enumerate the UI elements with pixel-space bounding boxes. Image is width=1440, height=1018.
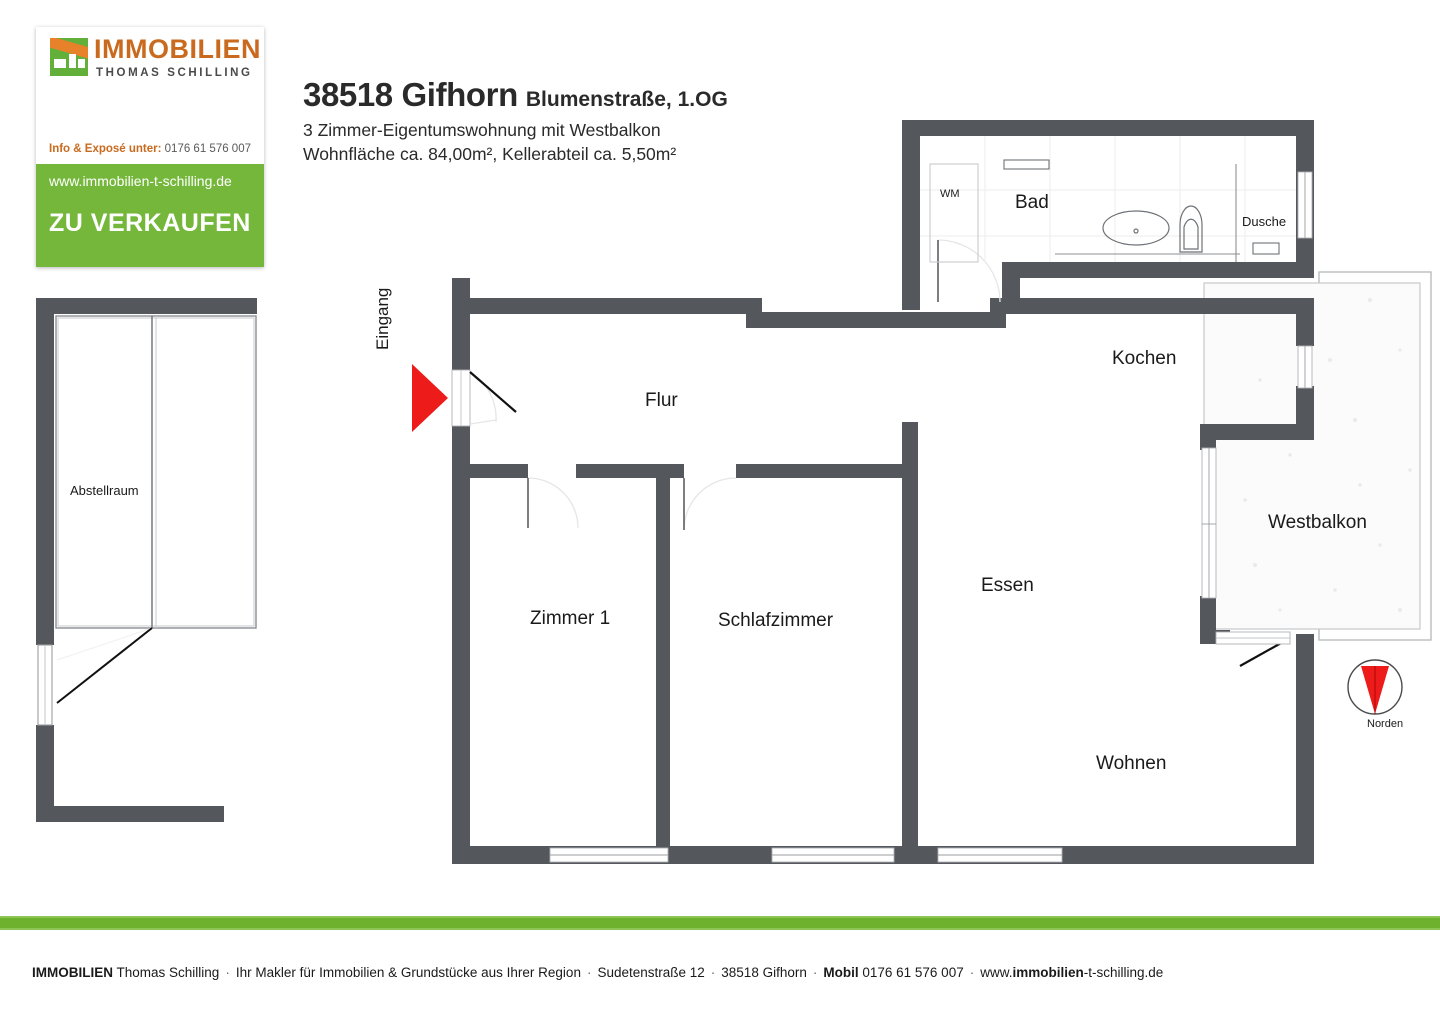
- room-label-flur: Flur: [645, 390, 678, 411]
- page-title: 38518 Gifhorn: [303, 76, 518, 113]
- title-main-line: 38518 Gifhorn Blumenstraße, 1.OG: [303, 78, 728, 111]
- title-description: 3 Zimmer-Eigentumswohnung mit Westbalkon: [303, 120, 661, 140]
- title-area: Wohnfläche ca. 84,00m², Kellerabteil ca.…: [303, 143, 677, 164]
- footer-tagline: Ihr Makler für Immobilien & Grundstücke …: [235, 965, 581, 980]
- logo-green-banner: www.immobilien-t-schilling.de ZU VERKAUF…: [36, 164, 264, 267]
- footer-sep-1: ·: [225, 965, 230, 980]
- logo-contact-label: Info & Exposé unter:: [49, 143, 162, 155]
- apartment-walls: [452, 120, 1314, 864]
- footer-address: Sudetenstraße 12: [597, 965, 705, 980]
- logo-agent-name: THOMAS SCHILLING: [96, 67, 253, 79]
- balcony-door: [1215, 631, 1291, 645]
- logo-header: IMMOBILIEN THOMAS SCHILLING: [36, 27, 264, 157]
- abstellraum-walls: [36, 298, 257, 822]
- footer-mobil-number: 0176 61 576 007: [862, 965, 964, 980]
- room-label-wm: WM: [940, 188, 960, 200]
- footer-sep-5: ·: [969, 965, 975, 980]
- room-label-westbalkon: Westbalkon: [1268, 512, 1367, 533]
- footer-sep-3: ·: [710, 965, 716, 980]
- footer-agent-name: Thomas Schilling: [113, 965, 220, 980]
- title-street: Blumenstraße, 1.OG: [525, 88, 728, 111]
- bathroom-fixtures: [920, 136, 1296, 263]
- room-label-bad: Bad: [1015, 192, 1049, 213]
- footer-contact-bar: IMMOBILIEN Thomas Schilling · Ihr Makler f…: [32, 965, 1163, 980]
- footer-city: 38518 Gifhorn: [721, 965, 807, 980]
- room-label-schlafzimmer: Schlafzimmer: [718, 610, 834, 631]
- logo-for-sale-text: ZU VERKAUFEN: [49, 209, 251, 237]
- footer-brand: IMMOBILIEN: [32, 965, 113, 980]
- footer-url-bold: immobilien: [1012, 965, 1084, 980]
- compass-label: Norden: [1367, 718, 1404, 730]
- logo-contact-line: Info & Exposé unter: 0176 61 576 007: [36, 142, 264, 157]
- door-leaf-thin: [527, 240, 939, 530]
- green-divider-bar: [0, 916, 1440, 930]
- logo-contact-phone: 0176 61 576 007: [164, 143, 251, 155]
- footer-url-suffix: -t-schilling.de: [1083, 965, 1164, 980]
- house-logo-icon: [50, 38, 88, 76]
- entrance-label: Eingang: [373, 287, 392, 350]
- footer-mobil-label: Mobil: [823, 965, 859, 980]
- compass-rose: [1347, 659, 1403, 715]
- room-label-zimmer1: Zimmer 1: [530, 608, 611, 629]
- entrance-arrow-icon: [412, 364, 448, 432]
- room-label-essen: Essen: [981, 575, 1034, 596]
- room-label-abstellraum: Abstellraum: [70, 483, 139, 498]
- logo-brand-text: IMMOBILIEN: [94, 34, 261, 64]
- footer-url-prefix: www.: [980, 965, 1013, 980]
- logo-website-url[interactable]: www.immobilien-t-schilling.de: [49, 173, 232, 189]
- agency-logo-card: IMMOBILIEN THOMAS SCHILLING Info & Expos…: [36, 27, 264, 267]
- room-label-dusche: Dusche: [1242, 214, 1287, 229]
- room-label-kochen: Kochen: [1112, 348, 1177, 369]
- windows: [451, 171, 1313, 863]
- door-swings: [469, 239, 1001, 531]
- footer-sep-2: ·: [586, 965, 592, 980]
- room-label-wohnen: Wohnen: [1096, 753, 1167, 774]
- westbalkon-area: [1203, 271, 1432, 641]
- listing-title-block: 38518 Gifhorn Blumenstraße, 1.OG 3 Zimmer…: [303, 78, 728, 166]
- footer-sep-4: ·: [812, 965, 818, 980]
